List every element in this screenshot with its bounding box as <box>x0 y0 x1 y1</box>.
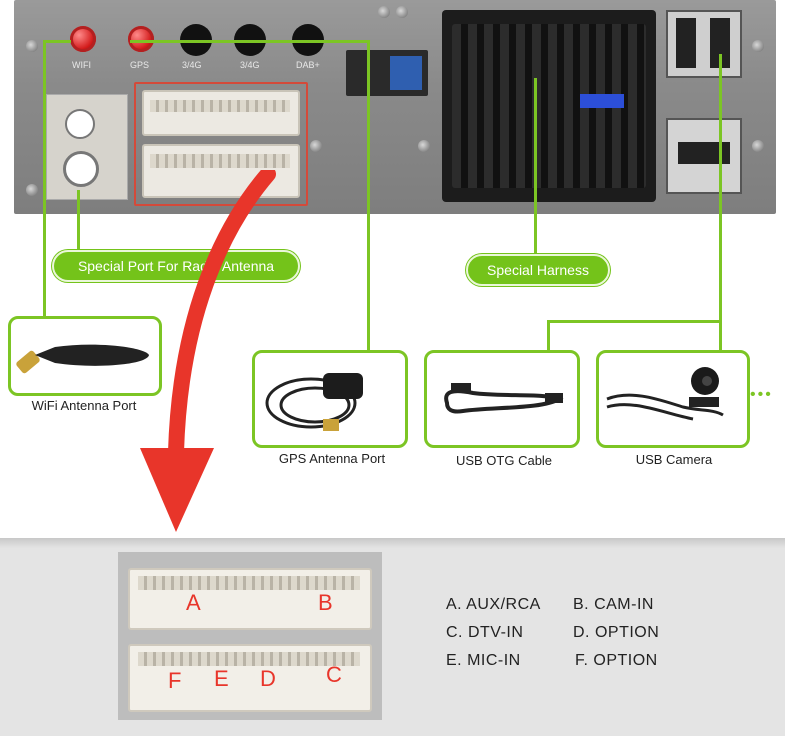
radio-antenna-port-block <box>46 94 128 200</box>
gps-connector-line <box>367 40 370 350</box>
usb-port-lower <box>666 118 742 194</box>
dip-switch-block <box>390 56 422 90</box>
plug-fedc <box>128 644 372 712</box>
screw-icon <box>26 40 38 52</box>
connector-letter-d: D <box>260 666 276 691</box>
main-harness-socket <box>442 10 656 202</box>
harness-connector-outline <box>134 82 308 206</box>
screw-icon <box>378 6 390 18</box>
screw-icon <box>418 140 430 152</box>
wifi-antenna-card <box>8 316 162 396</box>
port-label-4g-1: 3/4G <box>182 60 202 70</box>
plug-ab <box>128 568 372 630</box>
harness-connector-line <box>534 78 537 256</box>
wifi-antenna-connector <box>70 26 96 52</box>
legend-f: F. OPTION <box>575 652 658 669</box>
dip-switch <box>346 50 428 96</box>
connector-closeup-photo: A B F E D C <box>118 552 382 720</box>
usb-otg-caption: USB OTG Cable <box>455 453 553 468</box>
gps-antenna-caption: GPS Antenna Port <box>278 451 386 466</box>
connector-letter-b: B <box>318 590 333 615</box>
harness-fuse <box>580 94 624 108</box>
wifi-connector-line <box>43 40 71 43</box>
usb-connector-line <box>547 320 722 323</box>
usb-cable-icon <box>444 383 564 414</box>
usb-camera-caption: USB Camera <box>635 452 713 467</box>
connector-letter-e: E <box>214 666 229 691</box>
red-arrow-icon <box>140 170 276 532</box>
usb-camera-icon <box>606 367 724 421</box>
legend-a: A. AUX/RCA <box>446 596 541 613</box>
harness-callout: Special Harness <box>466 254 610 286</box>
screw-icon <box>752 140 764 152</box>
radio-socket-icon <box>63 151 99 187</box>
gps-antenna-card <box>252 350 408 448</box>
port-label-wifi: WIFI <box>72 60 91 70</box>
gps-antenna-connector <box>128 26 154 52</box>
section-divider <box>0 538 785 548</box>
port-label-gps: GPS <box>130 60 150 70</box>
screw-icon <box>26 184 38 196</box>
legend-e: E. MIC-IN <box>446 652 521 669</box>
more-accessories-indicator: ••• <box>750 386 773 403</box>
wifi-connector-line <box>43 40 46 320</box>
screw-icon <box>310 140 322 152</box>
legend-b: B. CAM-IN <box>573 596 654 613</box>
screw-icon <box>752 40 764 52</box>
screw-icon <box>396 6 408 18</box>
legend-c: C. DTV-IN <box>446 624 524 641</box>
wifi-antenna-icon <box>16 344 149 374</box>
wifi-antenna-caption: WiFi Antenna Port <box>31 398 137 413</box>
gps-antenna-icon <box>265 373 363 431</box>
radio-connector-line <box>77 190 80 252</box>
connector-ab <box>142 90 300 136</box>
radio-antenna-callout: Special Port For Radio Antenna <box>52 250 300 282</box>
radio-socket-icon <box>65 109 95 139</box>
usb-camera-card <box>596 350 750 448</box>
gps-connector-line <box>130 40 370 43</box>
usb-connector-line <box>547 320 550 352</box>
connector-letter-c: C <box>326 662 342 687</box>
usb-port-upper <box>666 10 742 78</box>
connector-letter-f: F <box>168 668 182 693</box>
usb-connector-line <box>719 54 722 352</box>
legend-d: D. OPTION <box>573 624 660 641</box>
device-back-panel: WIFI GPS 3/4G 3/4G DAB+ <box>14 0 776 214</box>
usb-otg-card <box>424 350 580 448</box>
connector-letter-a: A <box>186 590 201 615</box>
port-label-dab: DAB+ <box>296 60 320 70</box>
port-label-4g-2: 3/4G <box>240 60 260 70</box>
